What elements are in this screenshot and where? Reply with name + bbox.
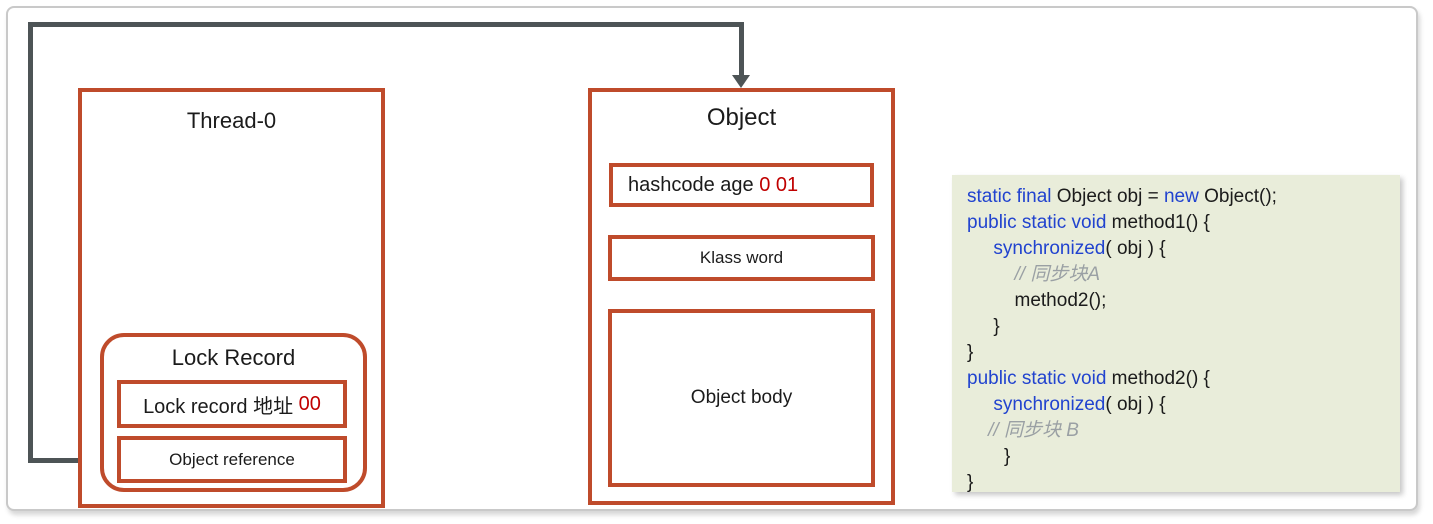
mark-word-box: hashcode age 0 01 [609, 163, 874, 207]
klass-word-box: Klass word [608, 235, 875, 281]
code-line: } [967, 472, 974, 493]
code-block: static final Object obj = new Object(); p… [952, 175, 1400, 493]
connector-left-segment [28, 22, 33, 463]
code-line: } [967, 446, 1011, 467]
connector-right-segment [739, 22, 744, 76]
object-body-box: Object body [608, 309, 875, 487]
lock-record-address-box: Lock record 地址 00 [117, 380, 347, 428]
klass-word-label: Klass word [699, 248, 784, 267]
connector-top-segment [28, 22, 744, 27]
object-reference-label: Object reference [169, 449, 295, 469]
code-line: method2(); [967, 290, 1107, 311]
code-line: } [967, 316, 1000, 337]
thread0-title: Thread-0 [186, 108, 277, 133]
code-line: // 同步块A [1014, 264, 1101, 285]
connector-bottom-segment [28, 458, 120, 463]
mark-word-label: hashcode age [628, 173, 760, 196]
code-line: public static void method2() { [967, 368, 1210, 389]
mark-word-value: 0 01 [759, 173, 799, 196]
lock-record-box: Lock Record [100, 333, 367, 492]
code-line: } [967, 342, 974, 363]
object-reference-box: Object reference [117, 436, 347, 483]
code-line: static final Object obj = new Object(); [967, 186, 1277, 207]
code-line: synchronized( obj ) { [993, 238, 1166, 259]
code-line: // 同步块 B [988, 420, 1079, 441]
lock-record-address-value: 00 [298, 392, 321, 415]
code-line: public static void method1() { [967, 212, 1210, 233]
lock-record-title: Lock Record [171, 345, 296, 370]
lock-record-address-label: Lock record 地址 [143, 395, 299, 418]
arrow-down-icon [732, 75, 750, 88]
object-body-label: Object body [690, 387, 793, 408]
object-title: Object [706, 104, 777, 131]
code-line: synchronized( obj ) { [993, 394, 1166, 415]
